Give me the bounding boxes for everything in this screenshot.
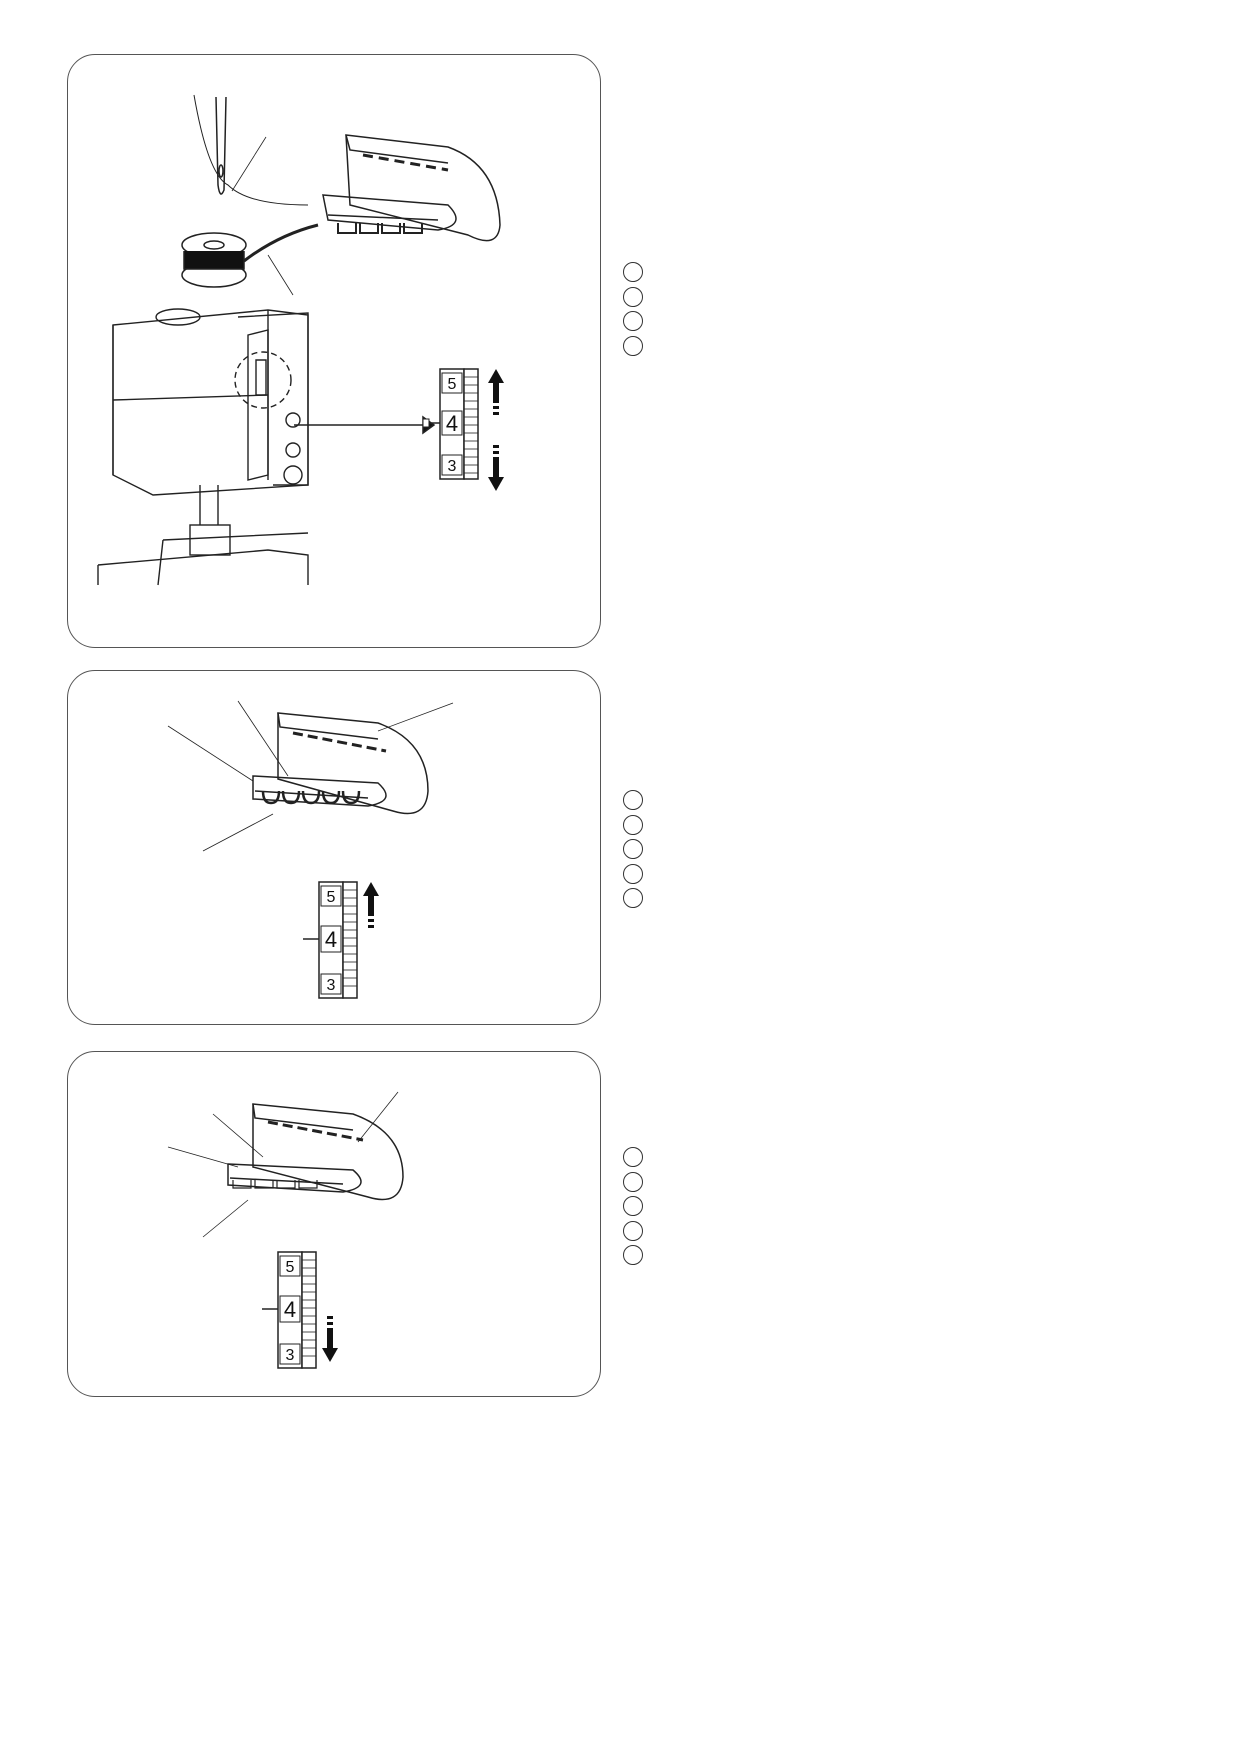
- callout-circle: [623, 262, 643, 282]
- arrow-up-icon: [363, 882, 379, 928]
- dial-top-number: 5: [327, 889, 336, 906]
- dial-center-number: 4: [284, 1297, 296, 1322]
- callout-circle: [623, 790, 643, 810]
- tension-dial-icon: 5 4 3: [422, 368, 504, 491]
- needle-icon: [193, 94, 309, 206]
- callout-circle: [623, 839, 643, 859]
- panel-balanced-tension: 5 4 3: [67, 54, 601, 648]
- dial-top-number: 5: [448, 376, 457, 393]
- tension-dial-icon: 5 4 3: [262, 1251, 338, 1369]
- dial-center-number: 4: [325, 927, 337, 952]
- fabric-fold: [322, 134, 501, 242]
- dial-bottom-number: 3: [448, 458, 457, 475]
- sewing-machine-icon: [97, 308, 309, 586]
- callout-group-1: [623, 262, 643, 360]
- tension-dial-icon: 5 4 3: [303, 881, 379, 999]
- arrow-down-icon: [488, 445, 504, 491]
- bobbin-icon: [181, 223, 319, 296]
- callout-circle: [623, 1196, 643, 1216]
- callout-circle: [623, 1220, 643, 1241]
- illustration-upper-tension-tight: 5 4 3: [167, 700, 454, 999]
- callout-circle: [623, 311, 643, 331]
- dial-center-number: 4: [446, 411, 458, 436]
- dial-top-number: 5: [286, 1259, 295, 1276]
- callout-circle: [623, 888, 643, 908]
- dial-bottom-number: 3: [286, 1347, 295, 1364]
- callout-circle: [623, 286, 643, 307]
- callout-group-3: [623, 1147, 643, 1270]
- arrow-down-icon: [322, 1316, 338, 1362]
- panel-upper-tension-loose: 5 4 3: [67, 1051, 601, 1397]
- arrow-up-icon: [488, 369, 504, 415]
- callout-circle: [623, 1245, 643, 1265]
- panel-upper-tension-tight: 5 4 3: [67, 670, 601, 1025]
- illustration-upper-tension-loose: 5 4 3: [167, 1091, 404, 1369]
- callout-circle: [623, 863, 643, 884]
- callout-circle: [623, 814, 643, 835]
- illustration-balanced-tension: 5 4 3: [97, 94, 504, 586]
- callout-group-2: [623, 790, 643, 913]
- callout-circle: [623, 335, 643, 356]
- dial-bottom-number: 3: [327, 977, 336, 994]
- callout-circle: [623, 1147, 643, 1167]
- callout-circle: [623, 1171, 643, 1192]
